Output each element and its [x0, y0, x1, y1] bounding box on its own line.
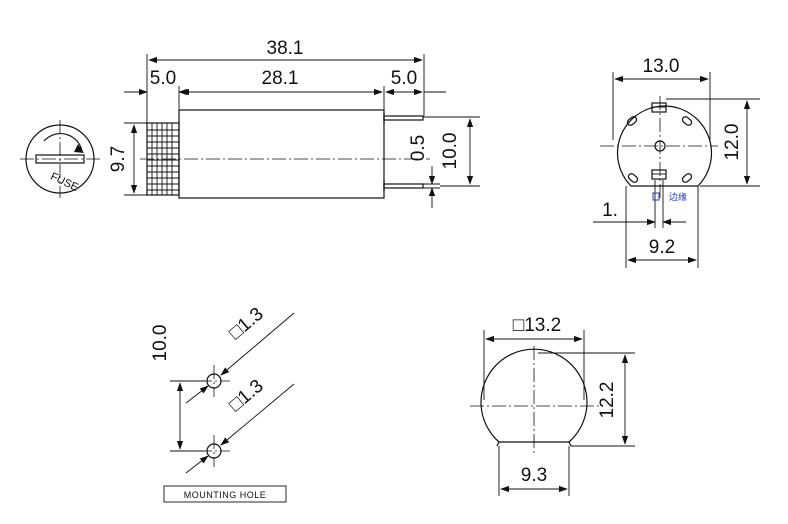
blue-note-text: 边缘	[669, 191, 687, 202]
dim-flat-text: 9.3	[521, 465, 547, 486]
hole-2-size-text: □1.3	[225, 376, 268, 416]
clip-slot-ll	[627, 173, 639, 183]
mounting-hole-view: 10.0 □1.3 □1.3 MOUNTING HOLE	[150, 304, 295, 503]
panel-cutout-view: □13.2 12.2 9.3	[470, 315, 635, 496]
clip-slot-ur	[681, 116, 693, 126]
end-view: 13.0 12.0 1. 边缘 9.2	[593, 56, 760, 268]
fuse-body	[178, 109, 385, 199]
mounting-hole-label: MOUNTING HOLE	[184, 490, 267, 500]
dim-pin-th-text: 0.5	[408, 135, 429, 161]
dim-cutout-width-text: □13.2	[513, 315, 561, 336]
blue-note-box	[652, 192, 660, 201]
upper-pin	[383, 115, 424, 121]
dim-span-text: 9.2	[649, 237, 675, 258]
hole-1-size-text: □1.3	[225, 304, 268, 344]
side-view: 38.1 5.0 28.1 5.0 9.7 0.5 10.0	[108, 38, 480, 208]
cutout-corner-right	[568, 441, 572, 447]
dim-pin-text: 5.0	[391, 68, 417, 89]
dim-cap-text: 5.0	[150, 68, 176, 89]
dim-hole-spacing-text: 10.0	[150, 325, 171, 362]
clip-slot-lr	[681, 173, 693, 183]
end-center-hole	[654, 140, 666, 152]
dim-cutout-height-text: 12.2	[597, 382, 618, 419]
cutout-corner-left	[496, 441, 500, 447]
cutout-outline	[480, 348, 588, 443]
dim-spacing-text: 10.0	[440, 133, 461, 170]
terminal-top	[651, 102, 667, 113]
dim-body-text: 28.1	[262, 68, 299, 89]
leader-hole-1-tail	[185, 385, 209, 404]
cap-arrow-head-icon	[74, 144, 84, 153]
dim-overall-text: 38.1	[267, 38, 304, 59]
dim-end-height-text: 12.0	[722, 124, 743, 161]
dim-pin-w-text: 1.	[602, 200, 618, 221]
cap-slot	[35, 154, 85, 164]
mounting-hole-label-box	[163, 485, 287, 503]
cap-text: FUSE	[48, 171, 80, 194]
terminal-bottom	[651, 169, 667, 180]
fuse-cap-top-view: FUSE	[20, 120, 100, 198]
dim-end-width-text: 13.0	[643, 56, 680, 77]
lower-pin	[383, 183, 424, 189]
leader-hole-1	[220, 312, 295, 376]
dim-cap-dia-text: 9.7	[108, 146, 129, 172]
cap-rotation-arrow	[43, 132, 83, 152]
leader-hole-2	[220, 383, 295, 446]
end-view-outline	[616, 105, 713, 187]
leader-hole-2-tail	[185, 455, 209, 474]
clip-slot-ul	[626, 116, 638, 126]
